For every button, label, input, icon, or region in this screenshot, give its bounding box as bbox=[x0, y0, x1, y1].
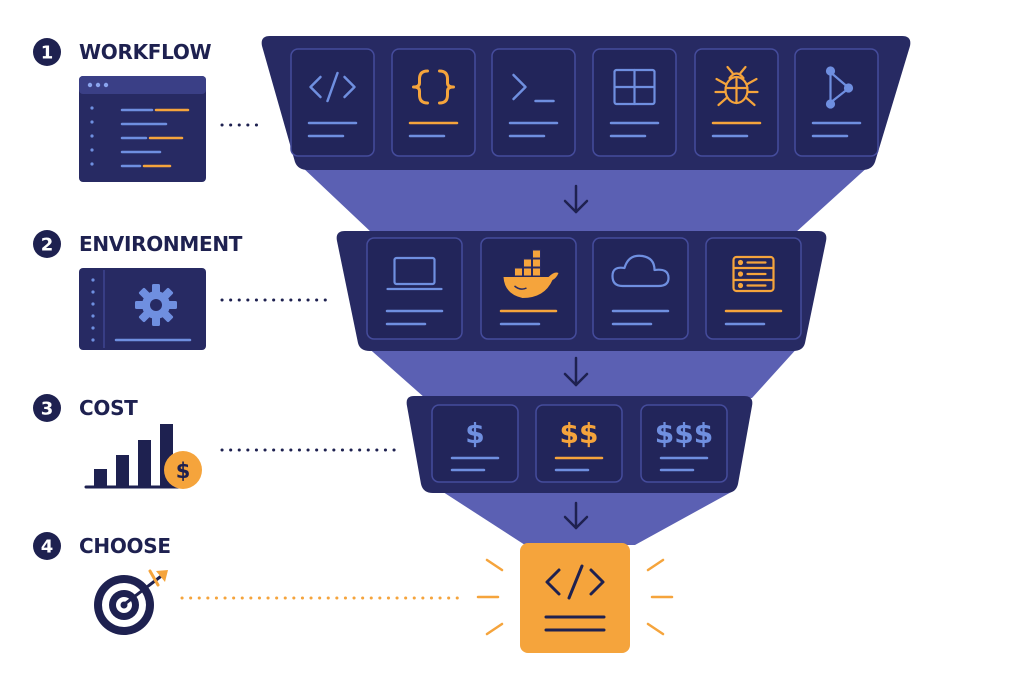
cost-cards: $$$$$$ bbox=[431, 404, 728, 483]
laptop-icon bbox=[386, 256, 443, 291]
option-card bbox=[592, 237, 689, 340]
dotted-connectors bbox=[180, 123, 462, 600]
funnel-band-2 bbox=[365, 345, 800, 398]
terminal-prompt-icon bbox=[512, 73, 555, 103]
step-number-badge bbox=[33, 230, 61, 258]
highlight-rays bbox=[476, 558, 674, 636]
gear-icon bbox=[135, 284, 177, 326]
result-card bbox=[520, 543, 630, 653]
step-number-badge bbox=[33, 532, 61, 560]
curly-braces-icon bbox=[412, 69, 455, 105]
code-tag-icon bbox=[545, 564, 605, 600]
docker-whale-icon bbox=[503, 249, 559, 298]
option-card bbox=[491, 48, 576, 157]
down-arrow-icon bbox=[563, 501, 589, 530]
dollar-coin-icon bbox=[164, 451, 202, 489]
step-label-1: 1 WORKFLOW bbox=[33, 38, 212, 66]
option-card bbox=[290, 48, 375, 157]
option-card: $ bbox=[431, 404, 519, 483]
step-number: 4 bbox=[41, 537, 54, 558]
code-editor-window-icon bbox=[79, 76, 206, 182]
option-card bbox=[592, 48, 677, 157]
bar-chart-dollar-icon: $ bbox=[84, 424, 202, 489]
settings-window-icon bbox=[79, 268, 206, 350]
option-card: $$ bbox=[535, 404, 623, 483]
step-title: COST bbox=[79, 396, 138, 420]
step-number: 2 bbox=[41, 235, 54, 256]
down-arrow-icon bbox=[563, 356, 589, 387]
step-label-3: 3 COST bbox=[33, 394, 138, 422]
option-card bbox=[391, 48, 476, 157]
git-branch-icon bbox=[825, 66, 854, 109]
cloud-icon bbox=[611, 254, 670, 288]
step-number-badge bbox=[33, 394, 61, 422]
funnel-bands bbox=[300, 165, 870, 545]
step-number: 1 bbox=[41, 43, 54, 64]
step-title: ENVIRONMENT bbox=[79, 232, 243, 256]
target-arrow-icon bbox=[94, 569, 168, 635]
cost-level-label: $$ bbox=[560, 417, 599, 450]
step-number: 3 bbox=[41, 399, 54, 420]
workflow-cards bbox=[290, 48, 879, 157]
cost-level-label: $$$ bbox=[655, 417, 713, 450]
server-rack-icon bbox=[732, 255, 775, 293]
option-card bbox=[694, 48, 779, 157]
cost-level-label: $ bbox=[465, 417, 484, 450]
down-arrow-icon bbox=[563, 184, 589, 214]
environment-cards bbox=[366, 237, 802, 340]
option-card bbox=[480, 237, 577, 340]
step-label-2: 2 ENVIRONMENT bbox=[33, 230, 243, 258]
layout-grid-icon bbox=[613, 68, 656, 106]
option-card bbox=[794, 48, 879, 157]
option-card bbox=[705, 237, 802, 340]
step-label-4: 4 CHOOSE bbox=[33, 532, 171, 560]
option-card: $$$ bbox=[640, 404, 728, 483]
step-title: CHOOSE bbox=[79, 534, 171, 558]
funnel-band-1 bbox=[300, 165, 870, 233]
down-arrows bbox=[563, 184, 589, 530]
step-number-badge bbox=[33, 38, 61, 66]
code-tag-icon bbox=[309, 71, 356, 103]
bug-icon bbox=[714, 65, 759, 107]
dollar-coin-symbol: $ bbox=[176, 459, 191, 483]
step-title: WORKFLOW bbox=[79, 40, 212, 64]
option-card bbox=[366, 237, 463, 340]
